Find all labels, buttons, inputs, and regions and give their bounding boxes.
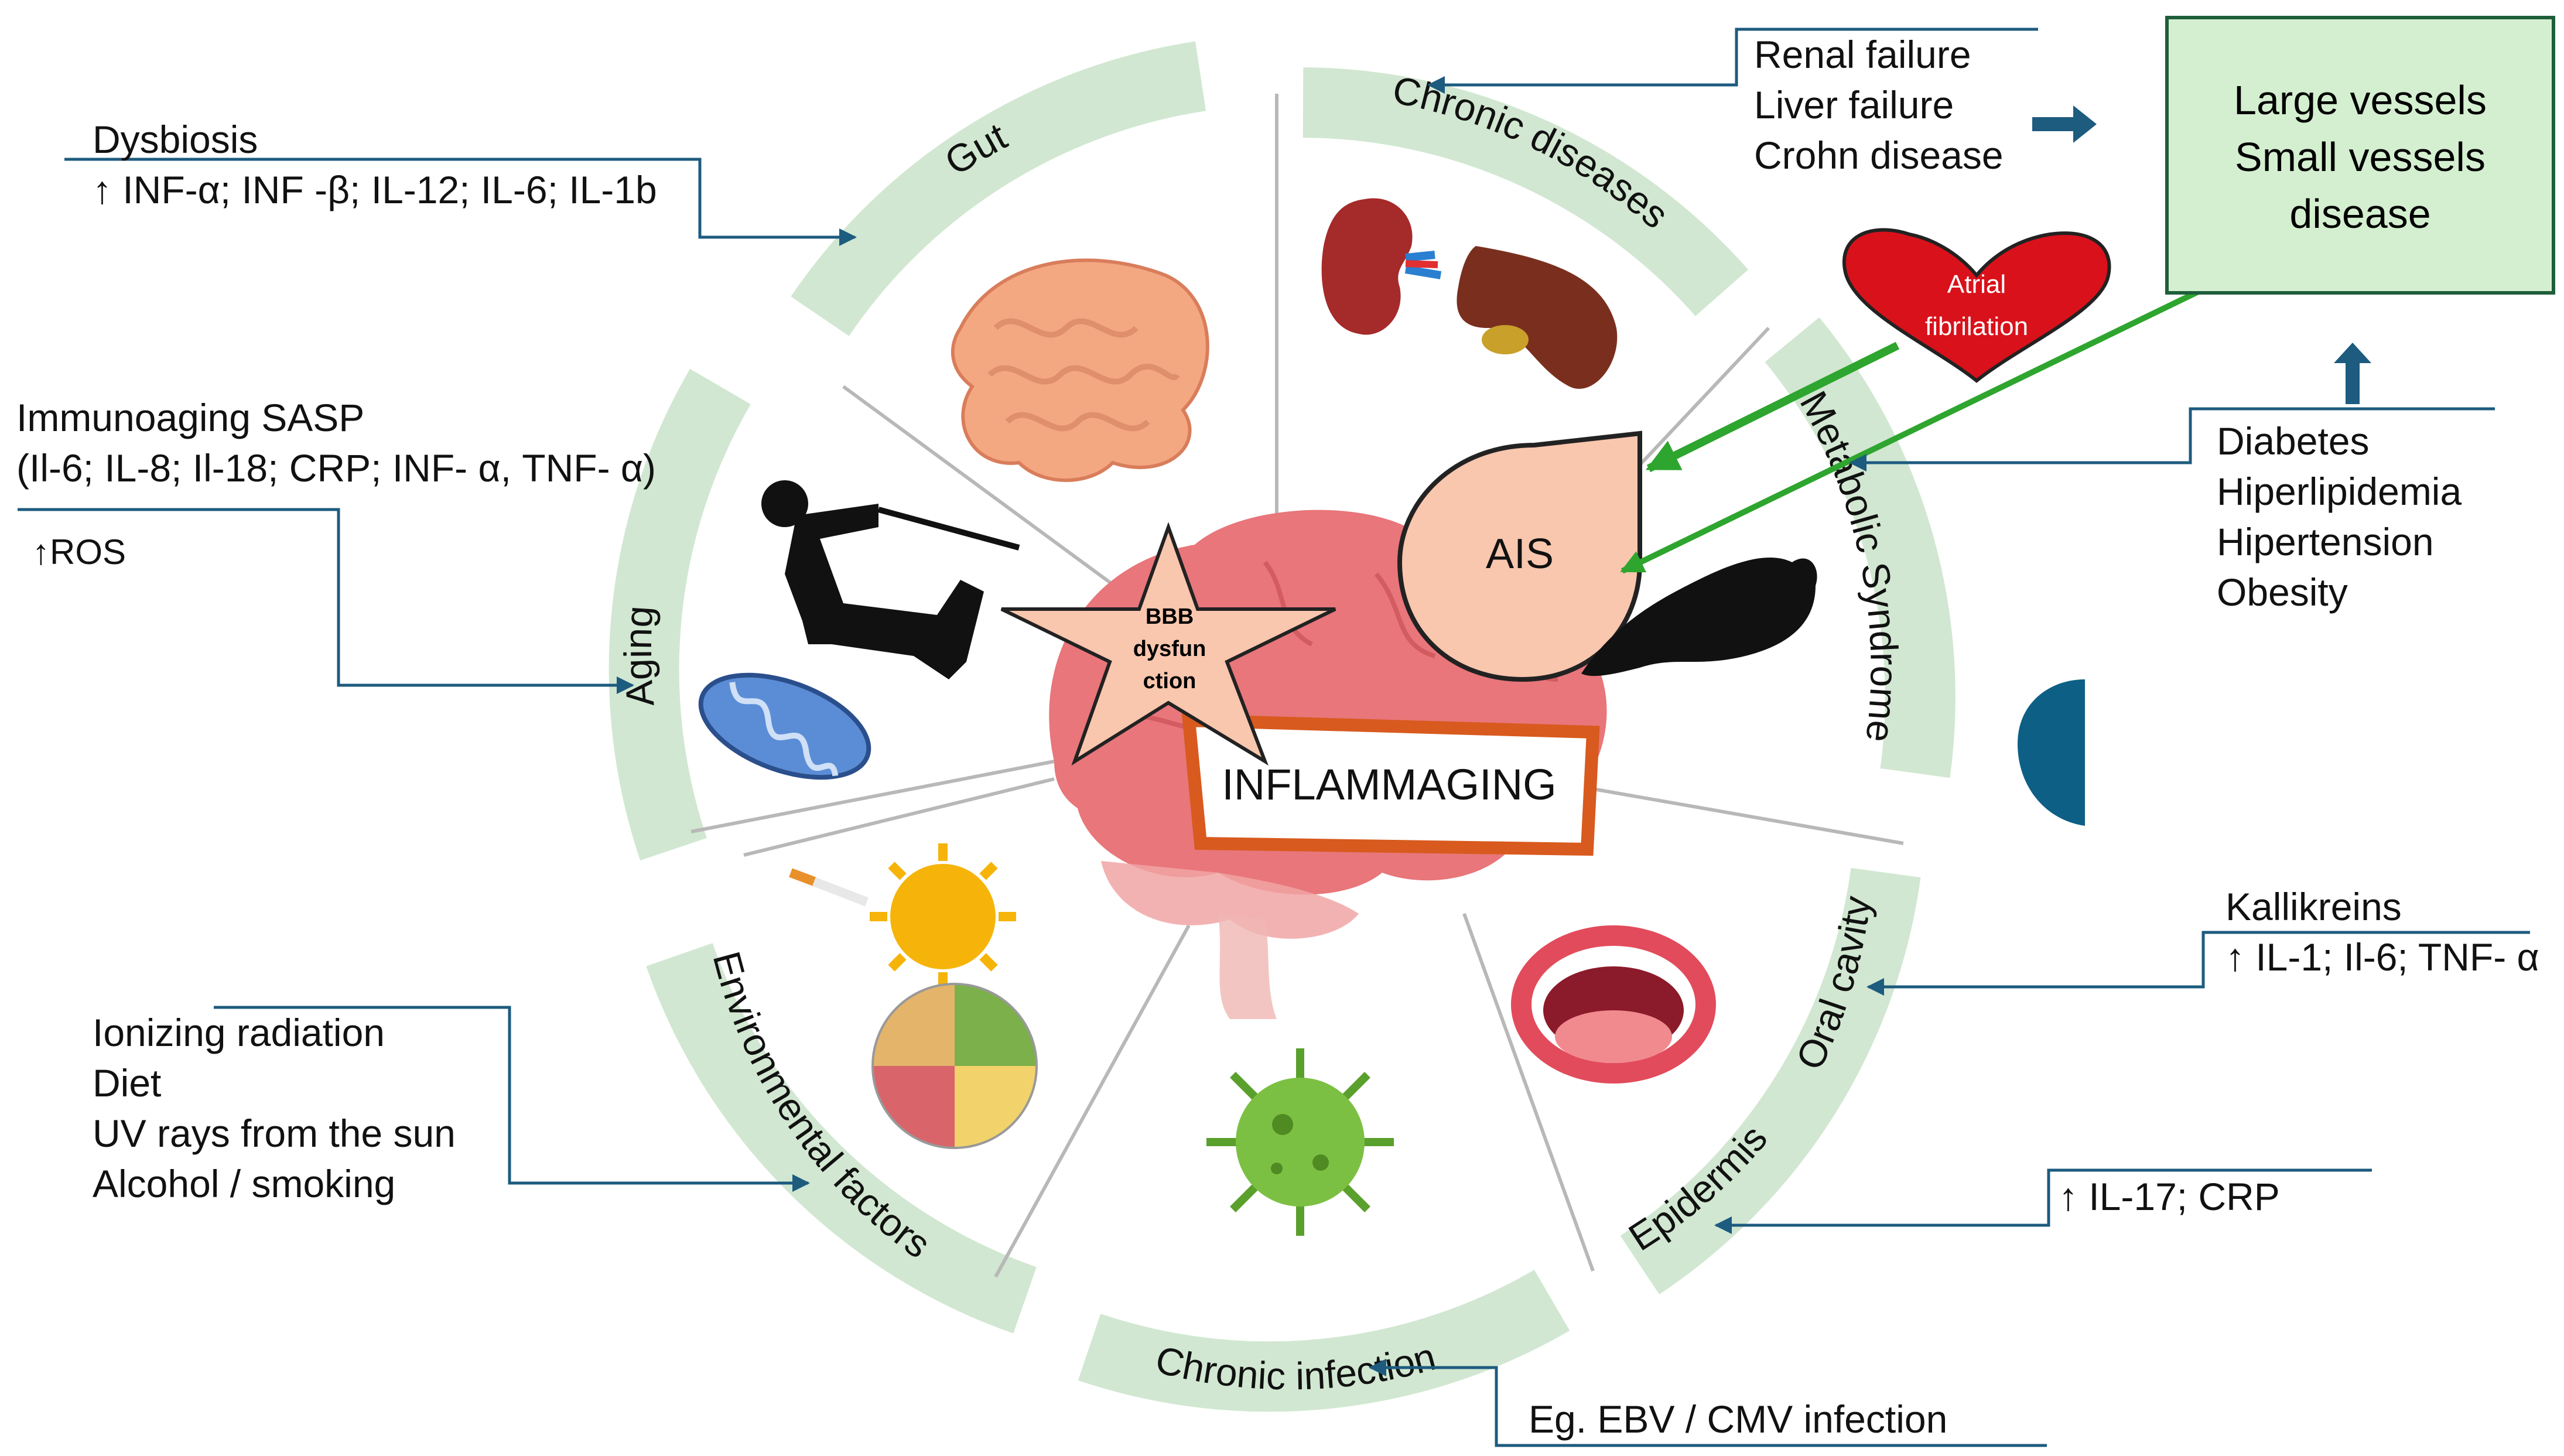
kidney-icon xyxy=(1321,198,1442,335)
ais-label: AIS xyxy=(1486,531,1554,577)
band-oral-epidermis xyxy=(1620,867,1921,1294)
environment-item-uv: UV rays from the sun xyxy=(93,1112,456,1155)
vessels-line-3: disease xyxy=(2289,191,2430,237)
metabolic-item-diabetes: Diabetes xyxy=(2217,419,2370,463)
environment-item-radiation: Ionizing radiation xyxy=(93,1011,385,1054)
kallikreins-block: Kallikreins ↑ IL-1; Il-6; TNF- α xyxy=(2225,881,2539,982)
chronic-list-block: Renal failure Liver failure Crohn diseas… xyxy=(1754,29,2004,180)
infection-note-block: Eg. EBV / CMV infection xyxy=(1529,1394,1947,1444)
vessels-to-ais-arrow xyxy=(1620,284,2210,574)
dysbiosis-block: Dysbiosis ↑ INF-α; INF -β; IL-12; IL-6; … xyxy=(93,114,657,215)
chronic-item-renal: Renal failure xyxy=(1754,33,1971,76)
heart-to-ais-arrow xyxy=(1645,341,1900,473)
metabolic-list-block: Diabetes Hiperlipidemia Hipertension Obe… xyxy=(2217,416,2462,617)
band-aging xyxy=(608,368,751,861)
green-arrows xyxy=(1620,284,2210,574)
band-chronic-infection xyxy=(1078,1270,1570,1412)
inflammaging-label: INFLAMMAGING xyxy=(1222,760,1556,809)
segment-title-aging: Aging xyxy=(616,604,662,708)
atrial-label-line-1: Atrial xyxy=(1947,270,2006,299)
divider-right xyxy=(1569,783,1904,845)
cigarette-icon xyxy=(789,868,869,907)
dysbiosis-title: Dysbiosis xyxy=(93,118,258,161)
virus-icon xyxy=(1206,1048,1394,1236)
kallikreins-title: Kallikreins xyxy=(2225,885,2402,928)
walking-elderly-icon xyxy=(761,480,1020,679)
immunoaging-markers: (Il-6; IL-8; Il-18; CRP; INF- α, TNF- α) xyxy=(16,446,657,490)
environment-item-diet: Diet xyxy=(93,1061,162,1105)
divider-lower-right xyxy=(1462,912,1595,1272)
epidermis-connector xyxy=(1714,1168,2372,1234)
segment-bands xyxy=(608,41,1956,1412)
metabolic-connector xyxy=(1849,407,2495,471)
environment-connector xyxy=(214,1006,810,1192)
vessels-line-1: Large vessels xyxy=(2234,77,2487,123)
heart-icon: Atrial fibrilation xyxy=(1842,228,2111,383)
environment-item-alcohol: Alcohol / smoking xyxy=(93,1162,396,1205)
infection-connector xyxy=(1369,1359,2047,1447)
epidermis-block: ↑ IL-17; CRP xyxy=(2059,1171,2280,1222)
metabolic-item-hipertension: Hipertension xyxy=(2217,520,2434,563)
right-block-arrow xyxy=(2032,105,2097,143)
epidermis-markers: ↑ IL-17; CRP xyxy=(2059,1175,2280,1218)
vessels-box: Large vessels Small vessels disease xyxy=(2165,16,2555,295)
chronic-item-crohn: Crohn disease xyxy=(1754,134,2004,177)
band-environmental-factors xyxy=(646,943,1037,1334)
ais-drop-icon: AIS xyxy=(1397,430,1642,682)
divider-upper-left xyxy=(842,385,1131,599)
environment-list-block: Ionizing radiation Diet UV rays from the… xyxy=(93,1007,456,1209)
band-chronic-diseases xyxy=(1302,67,1748,316)
metabolic-item-obesity: Obesity xyxy=(2217,570,2348,614)
mitochondria-icon xyxy=(698,672,871,780)
bbb-star-icon: BBB dysfun ction xyxy=(1000,522,1336,766)
sun-icon xyxy=(870,843,1016,990)
band-gut xyxy=(791,41,1206,336)
ros-label: ↑ROS xyxy=(32,532,127,572)
dark-arrows xyxy=(2032,105,2371,404)
connectors xyxy=(18,28,2530,1447)
kallikreins-markers: ↑ IL-1; Il-6; TNF- α xyxy=(2225,935,2539,979)
band-metabolic-syndrome xyxy=(1765,317,1956,778)
half-circle-shape xyxy=(2018,679,2085,826)
chronic-item-liver: Liver failure xyxy=(1754,83,1954,127)
bbb-label-line-2: dysfun xyxy=(1133,637,1206,661)
food-plate-icon xyxy=(871,983,1038,1149)
inflammaging-box: INFLAMMAGING xyxy=(1181,713,1600,856)
obesity-silhouette-icon xyxy=(1581,557,1817,676)
kallikreins-connector xyxy=(1866,931,2530,996)
divider-left-2 xyxy=(743,777,1055,857)
bbb-label-line-3: ction xyxy=(1143,669,1196,693)
divider-lower-left xyxy=(994,924,1191,1278)
bbb-label-line-1: BBB xyxy=(1146,604,1194,629)
chronic-connector xyxy=(1427,28,2038,94)
mouth-icon xyxy=(1511,925,1716,1084)
segment-title-aging-text: Aging xyxy=(616,604,662,708)
up-block-arrow xyxy=(2334,343,2371,404)
atrial-label-line-2: fibrilation xyxy=(1925,312,2028,341)
ros-block: ↑ROS xyxy=(32,527,126,577)
divider-lines xyxy=(690,94,1904,1278)
dysbiosis-connector xyxy=(64,158,857,246)
infection-note: Eg. EBV / CMV infection xyxy=(1529,1397,1948,1441)
liver-icon xyxy=(1457,246,1618,389)
immunoaging-block: Immunoaging SASP (Il-6; IL-8; Il-18; CRP… xyxy=(16,392,656,493)
dysbiosis-markers: ↑ INF-α; INF -β; IL-12; IL-6; IL-1b xyxy=(93,168,657,211)
metabolic-item-hiperlipidemia: Hiperlipidemia xyxy=(2217,470,2462,513)
intestine-icon xyxy=(951,258,1209,482)
vessels-line-2: Small vessels xyxy=(2235,134,2486,180)
divider-left xyxy=(690,760,1055,833)
immunoaging-title: Immunoaging SASP xyxy=(16,396,365,439)
immunoaging-connector xyxy=(18,508,634,694)
